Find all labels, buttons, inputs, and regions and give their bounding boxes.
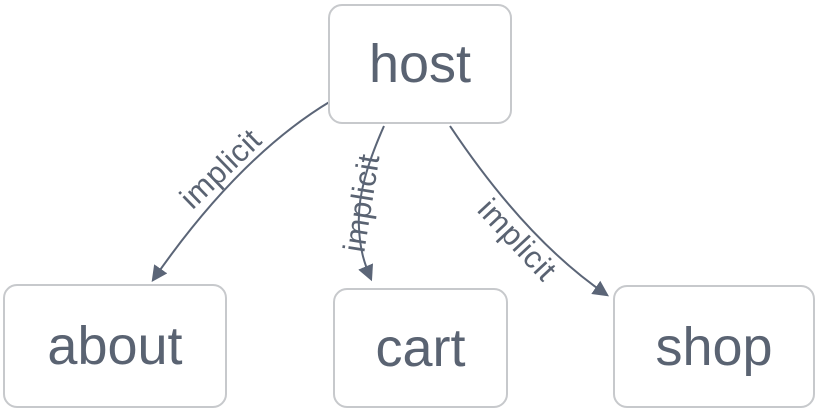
node-shop: shop xyxy=(613,285,815,408)
node-cart-label: cart xyxy=(375,318,466,378)
edge-host-shop xyxy=(449,125,609,297)
node-about: about xyxy=(3,284,227,408)
node-shop-label: shop xyxy=(655,316,773,377)
node-host-label: host xyxy=(368,34,472,94)
edge-host-about xyxy=(151,100,332,282)
node-about-label: about xyxy=(47,316,183,376)
edge-host-cart xyxy=(357,125,385,282)
node-host: host xyxy=(328,4,512,124)
node-cart: cart xyxy=(333,288,508,408)
